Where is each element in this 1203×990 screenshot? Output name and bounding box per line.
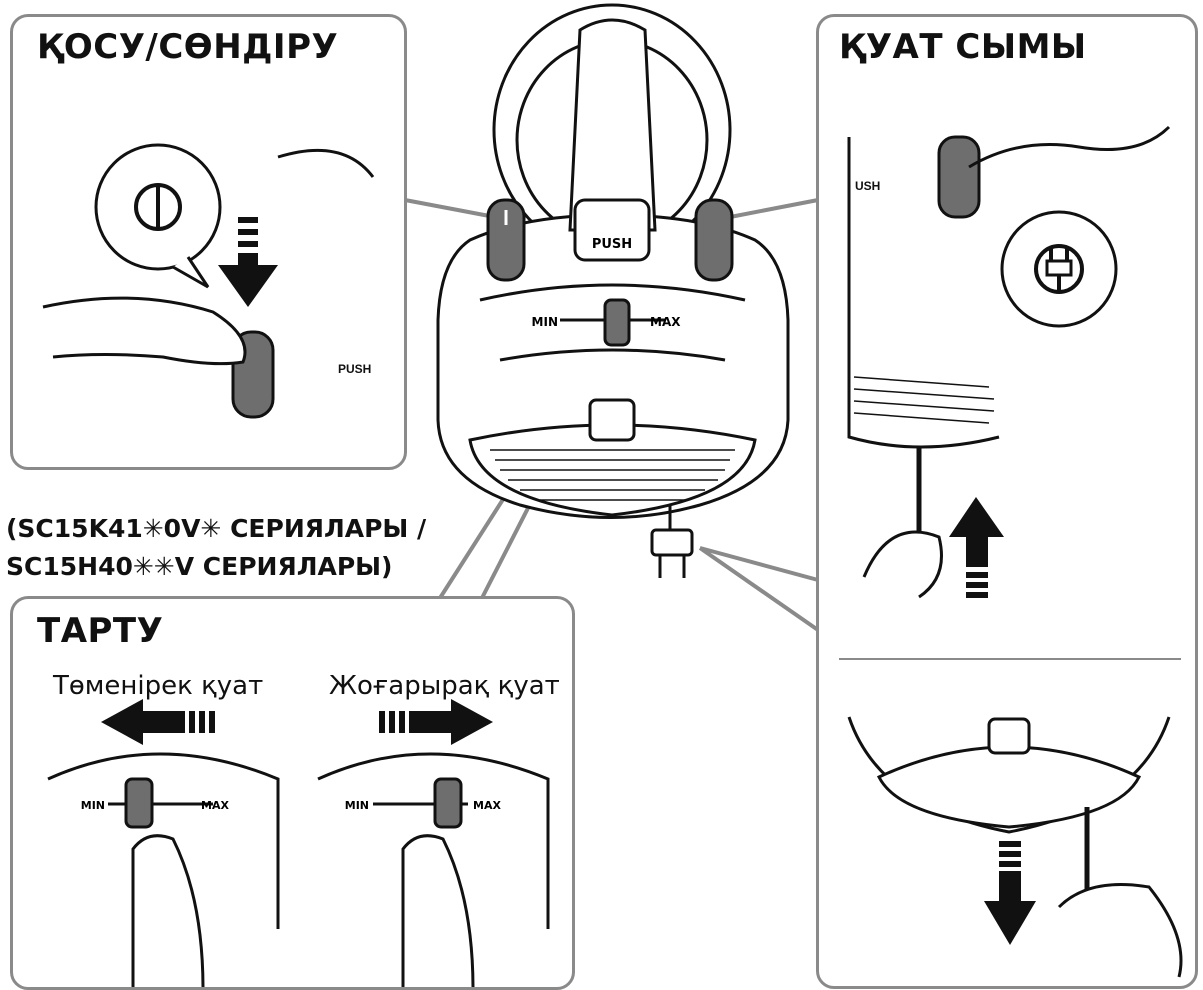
min-label: MIN — [532, 315, 558, 329]
power-switch-panel: ҚОСУ/СӨНДІРУ PUSH — [10, 14, 407, 470]
arrow-up-icon — [949, 497, 1004, 598]
model-series-line2: SC15H40✳✳V СЕРИЯЛАРЫ) — [6, 548, 426, 586]
arrow-down-icon — [218, 217, 278, 307]
power-cord-panel: ҚУАТ СЫМЫ USH — [816, 14, 1198, 989]
suction-panel: ТАРТУ Төменірек қуат Жоғарырақ қуат — [10, 596, 575, 990]
power-switch-illustration — [13, 17, 407, 470]
min-label-left: MIN — [81, 799, 105, 812]
arrow-down-icon — [984, 841, 1036, 945]
push-partial-label-left: PUSH — [338, 362, 371, 376]
model-series-label: (SC15K41✳0V✳ СЕРИЯЛАРЫ / SC15H40✳✳V СЕРИ… — [6, 510, 426, 586]
min-label-right: MIN — [345, 799, 369, 812]
max-label-left: MAX — [201, 799, 229, 812]
power-cord-illustration — [819, 17, 1198, 989]
suction-device-labels: MIN MAX MIN MAX — [13, 599, 575, 990]
model-series-line1: (SC15K41✳0V✳ СЕРИЯЛАРЫ / — [6, 510, 426, 548]
max-label-right: MAX — [473, 799, 501, 812]
max-label: MAX — [650, 315, 681, 329]
push-label: PUSH — [592, 237, 632, 252]
